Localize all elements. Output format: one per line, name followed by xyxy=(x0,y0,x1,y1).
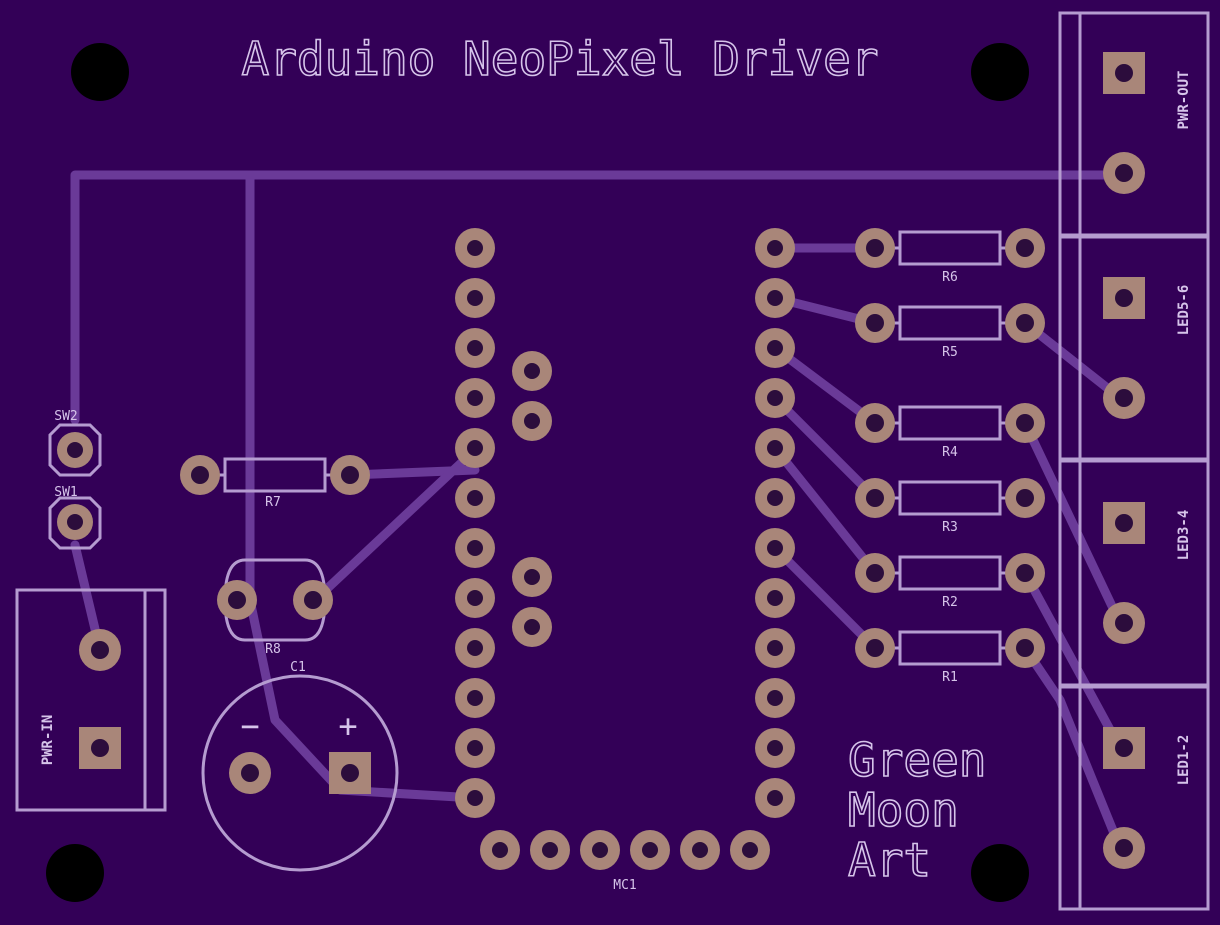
logo-line-1: Green xyxy=(848,733,986,787)
board-title: Arduino NeoPixel Driver xyxy=(242,32,879,86)
led5-6-label: LED5-6 xyxy=(1176,285,1192,336)
trace-r4 xyxy=(770,343,880,428)
terminal-led5-6: LED5-6 xyxy=(1058,235,1210,461)
logo-line-3: Art xyxy=(848,833,931,887)
mc1-label: MC1 xyxy=(613,878,636,893)
mc1-inner-pins xyxy=(512,351,552,647)
mc1-right-pins xyxy=(755,228,795,818)
r3-label: R3 xyxy=(942,520,958,535)
capacitor-c1: C1 − + xyxy=(201,660,399,872)
resistor-r4: R4 xyxy=(855,403,1045,460)
r6-label: R6 xyxy=(942,270,958,285)
terminal-pwr-in: PWR-IN xyxy=(15,588,167,812)
terminal-pwr-out: PWR-OUT xyxy=(1058,11,1210,237)
trace-led4 xyxy=(1020,418,1125,628)
mount-hole-bl xyxy=(46,844,104,902)
mount-hole-br xyxy=(971,844,1029,902)
mounting-holes xyxy=(46,43,1029,902)
sw1-label: SW1 xyxy=(54,485,77,500)
mount-hole-tr xyxy=(971,43,1029,101)
mount-hole-tl xyxy=(71,43,129,101)
pwr-in-label: PWR-IN xyxy=(40,715,56,766)
sw2-label: SW2 xyxy=(54,409,77,424)
trace-top-rail xyxy=(70,170,1125,425)
terminal-led1-2: LED1-2 xyxy=(1058,685,1210,911)
resistor-r2: R2 xyxy=(855,553,1045,610)
trace-r8-mc xyxy=(310,445,480,605)
trace-r2 xyxy=(770,443,880,578)
mc1-header: MC1 xyxy=(455,228,795,893)
r4-label: R4 xyxy=(942,445,958,460)
resistor-r3: R3 xyxy=(855,478,1045,535)
trace-r3 xyxy=(770,393,880,503)
terminal-led3-4: LED3-4 xyxy=(1058,459,1210,687)
c1-plus-mark: + xyxy=(338,707,357,745)
c1-label: C1 xyxy=(290,660,306,675)
mc1-left-pins xyxy=(455,228,495,818)
led1-2-label: LED1-2 xyxy=(1176,735,1192,786)
r7-label: R7 xyxy=(265,495,281,510)
trace-led6 xyxy=(1020,318,1125,403)
r8-label: R8 xyxy=(265,642,281,657)
trace-led2 xyxy=(1020,568,1125,753)
led3-4-label: LED3-4 xyxy=(1176,510,1192,561)
trace-r1 xyxy=(770,543,880,653)
resistor-r6: R6 xyxy=(855,228,1045,285)
r1-label: R1 xyxy=(942,670,958,685)
resistor-r7: R7 xyxy=(180,455,370,510)
resistor-r8: R8 xyxy=(217,558,333,657)
resistor-r1: R1 xyxy=(855,628,1045,685)
switch-sw2: SW2 xyxy=(48,409,102,477)
resistor-r5: R5 xyxy=(855,303,1045,360)
r2-label: R2 xyxy=(942,595,958,610)
switch-sw1: SW1 xyxy=(48,485,102,550)
c1-minus-mark: − xyxy=(240,707,259,745)
logo-line-2: Moon xyxy=(848,783,959,837)
r5-label: R5 xyxy=(942,345,958,360)
pwr-out-label: PWR-OUT xyxy=(1176,70,1192,129)
mc1-bottom-pins xyxy=(480,830,770,870)
